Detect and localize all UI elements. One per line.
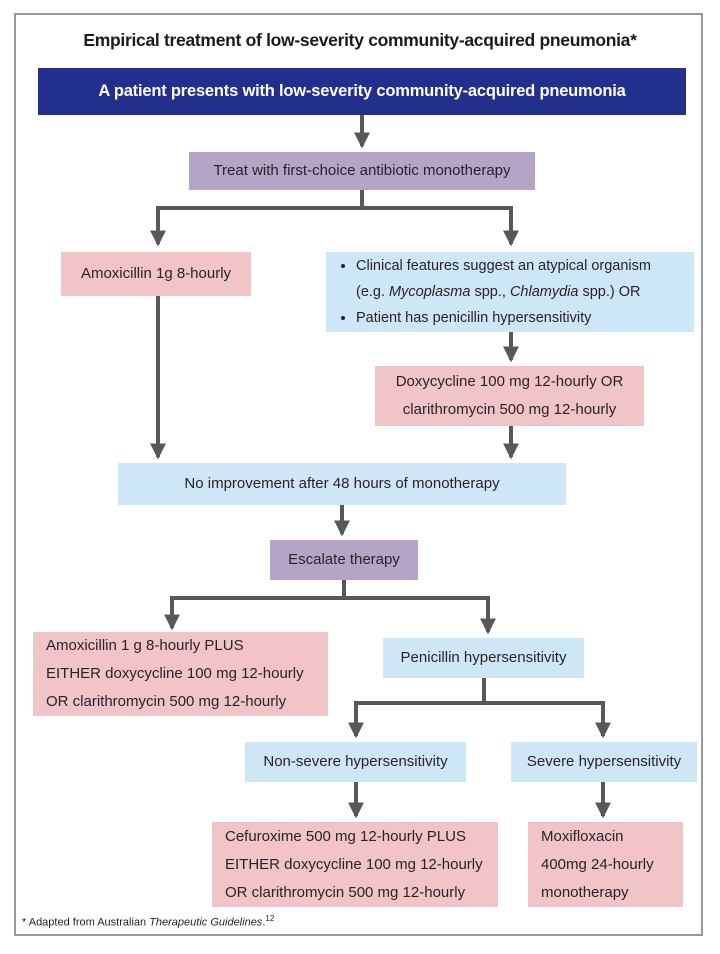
moxifloxacin-line-3: monotherapy bbox=[541, 883, 629, 901]
page-title: Empirical treatment of low-severity comm… bbox=[83, 30, 637, 50]
node-penicillin-hypersensitivity-label: Penicillin hypersensitivity bbox=[400, 648, 567, 666]
node-atypical-or-hypersensitivity: Clinical features suggest an atypical or… bbox=[326, 252, 694, 332]
combo-line-1: Amoxicillin 1 g 8-hourly PLUS bbox=[46, 637, 244, 654]
cefuroxime-line-2: EITHER doxycycline 100 mg 12-hourly bbox=[225, 855, 483, 873]
bullet1-italic-chlamydia: Chlamydia bbox=[509, 284, 579, 300]
bullet-penicillin-hypersensitivity: Patient has penicillin hypersensitivity bbox=[356, 305, 684, 331]
combo-line-3: OR clarithromycin 500 mg 12-hourly bbox=[46, 693, 287, 710]
node-patient-presents-label: A patient presents with low-severity com… bbox=[98, 82, 626, 101]
node-non-severe-hypersensitivity: Non-severe hypersensitivity bbox=[245, 742, 466, 782]
bullet1-italic-mycoplasma: Mycoplasma bbox=[389, 284, 471, 300]
cefuroxime-line-3: OR clarithromycin 500 mg 12-hourly bbox=[225, 883, 466, 901]
moxifloxacin-line-2: 400mg 24-hourly bbox=[541, 855, 654, 873]
footnote-prefix: * Adapted from Australian bbox=[22, 916, 150, 929]
node-first-choice-monotherapy: Treat with first-choice antibiotic monot… bbox=[189, 152, 535, 190]
node-doxycycline-clarithromycin: Doxycycline 100 mg 12-hourly OR clarithr… bbox=[375, 366, 644, 426]
node-cefuroxime-combo: Cefuroxime 500 mg 12-hourly PLUS EITHER … bbox=[212, 822, 498, 907]
combo-line-2: EITHER doxycycline 100 mg 12-hourly bbox=[46, 665, 304, 682]
footnote-italic: Therapeutic Guidelines bbox=[149, 916, 263, 929]
moxifloxacin-line-1: Moxifloxacin bbox=[541, 827, 624, 845]
node-first-choice-monotherapy-label: Treat with first-choice antibiotic monot… bbox=[213, 161, 511, 179]
node-penicillin-hypersensitivity: Penicillin hypersensitivity bbox=[383, 638, 584, 678]
node-escalate-therapy-label: Escalate therapy bbox=[288, 550, 400, 568]
bullet1-post: spp.) OR bbox=[578, 284, 641, 300]
atypical-bullet-list: Clinical features suggest an atypical or… bbox=[326, 253, 694, 331]
bullet1-mid: spp., bbox=[470, 284, 510, 300]
node-non-severe-label: Non-severe hypersensitivity bbox=[263, 752, 448, 770]
footnote-reference-number: 12 bbox=[265, 914, 275, 923]
node-amoxicillin: Amoxicillin 1g 8-hourly bbox=[61, 252, 251, 296]
clarithromycin-line: clarithromycin 500 mg 12-hourly bbox=[402, 401, 617, 418]
cefuroxime-line-1: Cefuroxime 500 mg 12-hourly PLUS bbox=[225, 827, 466, 845]
node-severe-hypersensitivity: Severe hypersensitivity bbox=[511, 742, 697, 782]
node-moxifloxacin: Moxifloxacin 400mg 24-hourly monotherapy bbox=[528, 822, 683, 907]
footnote-suffix: . bbox=[262, 916, 266, 929]
footnote: * Adapted from Australian Therapeutic Gu… bbox=[22, 914, 274, 929]
bullet1-text: Clinical features suggest an atypical or… bbox=[356, 258, 651, 300]
node-escalate-therapy: Escalate therapy bbox=[270, 540, 418, 580]
bullet-atypical-organism: Clinical features suggest an atypical or… bbox=[356, 253, 684, 305]
node-severe-label: Severe hypersensitivity bbox=[526, 752, 682, 770]
bullet2-text: Patient has penicillin hypersensitivity bbox=[356, 310, 592, 326]
node-no-improvement-label: No improvement after 48 hours of monothe… bbox=[184, 474, 500, 492]
node-amoxicillin-label: Amoxicillin 1g 8-hourly bbox=[80, 264, 232, 282]
doxycycline-line: Doxycycline 100 mg 12-hourly OR bbox=[395, 373, 624, 390]
node-patient-presents: A patient presents with low-severity com… bbox=[38, 68, 686, 115]
node-no-improvement: No improvement after 48 hours of monothe… bbox=[118, 463, 566, 505]
node-escalate-amoxicillin-combo: Amoxicillin 1 g 8-hourly PLUS EITHER dox… bbox=[33, 632, 328, 716]
